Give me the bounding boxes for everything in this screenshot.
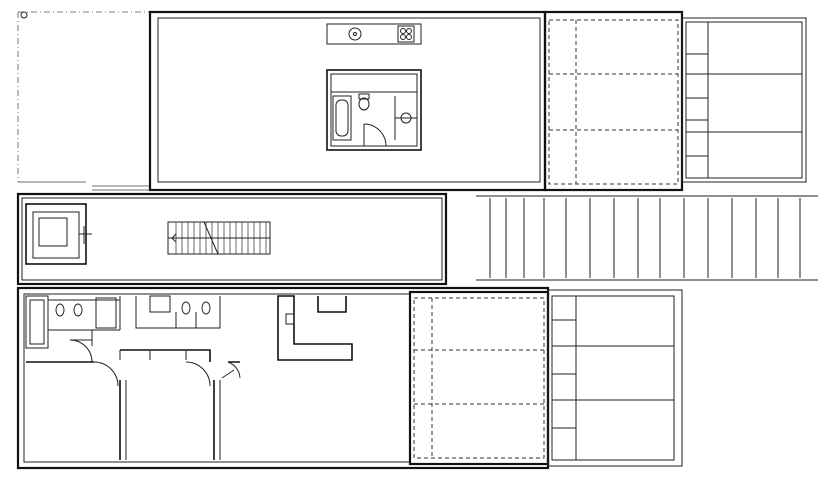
cooktop-icon — [397, 25, 415, 43]
upper-outdoor-area — [17, 11, 150, 191]
upper-floor — [17, 10, 807, 192]
lower-main-room — [16, 286, 550, 470]
lower-balcony — [547, 289, 683, 467]
lower-floor — [16, 286, 683, 470]
toilet-icon — [181, 301, 211, 315]
bathroom-pod — [326, 69, 422, 151]
ribbed-ceiling-field — [476, 195, 818, 281]
lift-shaft — [25, 203, 92, 265]
bathtub-icon — [332, 95, 352, 141]
sink-icon — [348, 27, 362, 41]
lower-kitchen — [277, 295, 353, 361]
upper-balcony — [681, 17, 807, 183]
toilet-icon — [55, 303, 83, 317]
middle-corridor — [16, 192, 448, 286]
lower-hallway — [26, 349, 241, 387]
lower-bathroom-2 — [135, 295, 221, 329]
lower-bedrooms — [119, 380, 221, 460]
stairs-icon — [167, 221, 271, 255]
lower-bathroom-1 — [25, 295, 121, 363]
door-swing — [363, 123, 387, 147]
middle-level — [16, 192, 818, 286]
kitchen-counter — [326, 23, 422, 45]
lower-terrace — [408, 290, 550, 466]
upper-terrace — [543, 10, 684, 192]
toilet-icon — [358, 93, 370, 111]
sink-icon — [400, 112, 412, 124]
